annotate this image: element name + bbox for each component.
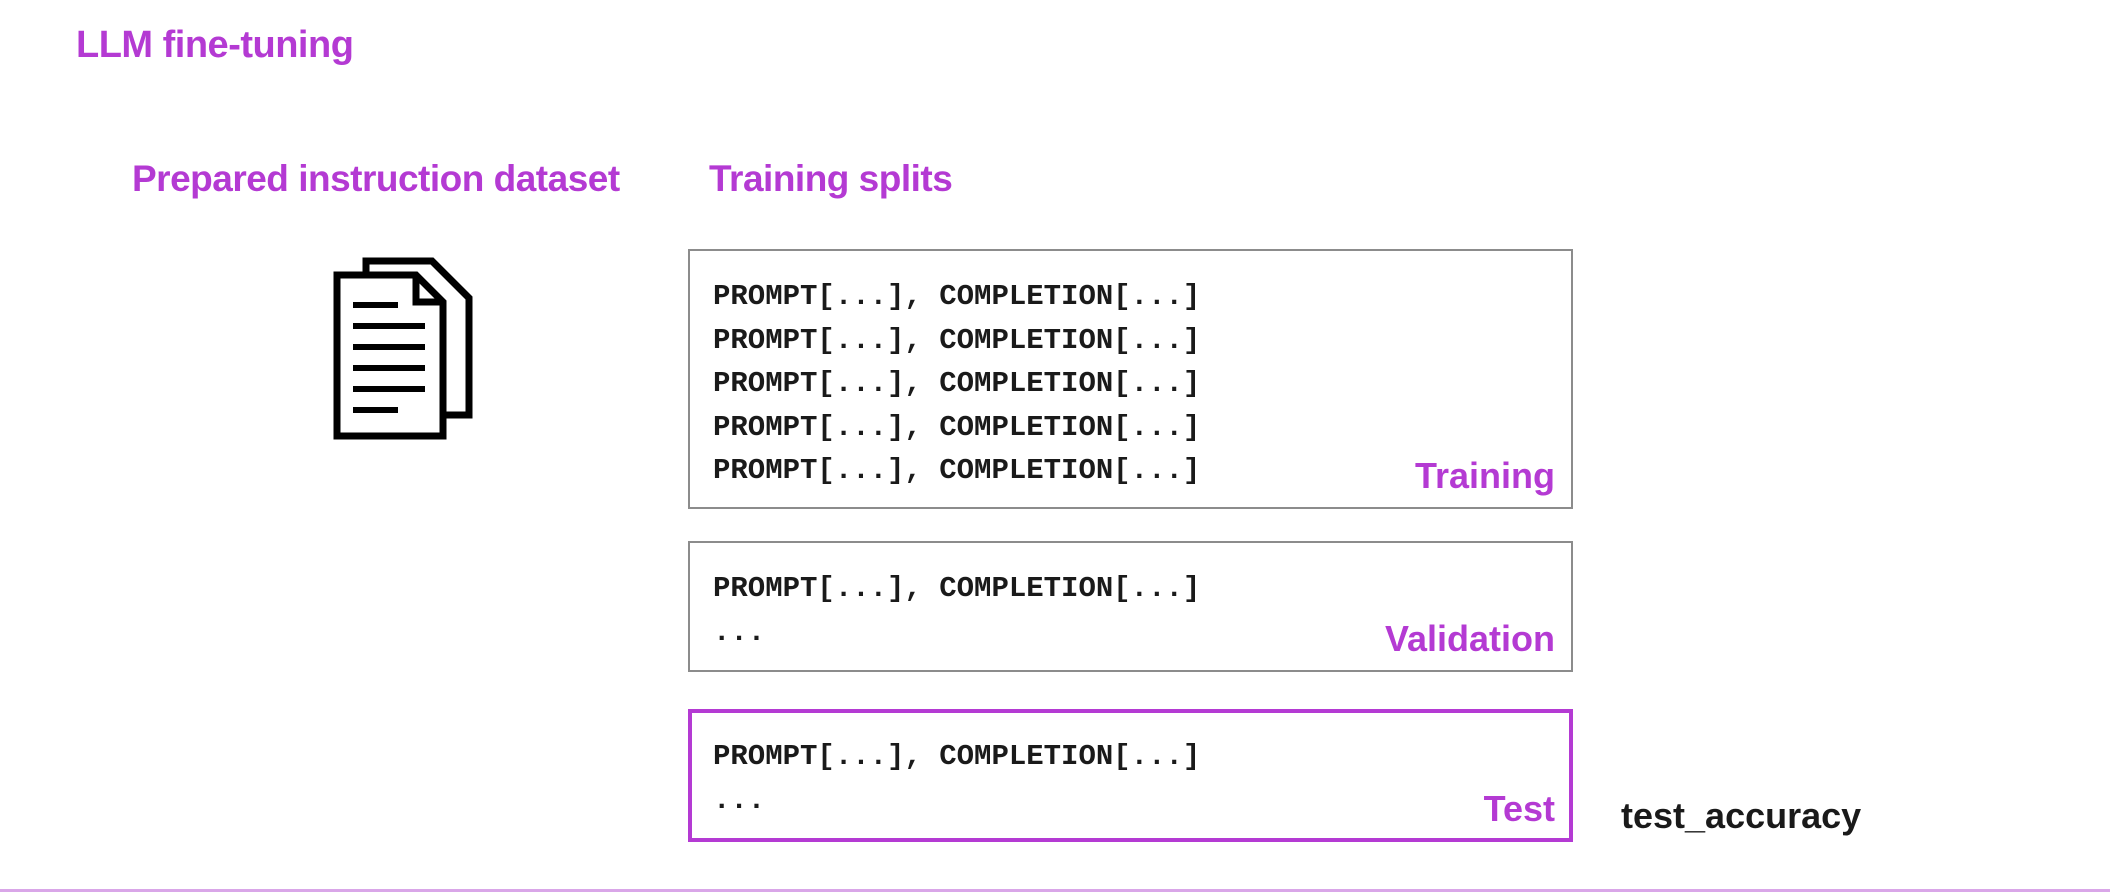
validation-line-1: PROMPT[...], COMPLETION[...] [713,572,1201,605]
validation-lines: PROMPT[...], COMPLETION[...] ... [713,567,1200,654]
validation-split-box: PROMPT[...], COMPLETION[...] ... Validat… [688,541,1573,672]
dataset-heading: Prepared instruction dataset [132,158,620,199]
test-lines: PROMPT[...], COMPLETION[...] ... [713,735,1200,822]
training-line-1: PROMPT[...], COMPLETION[...] [713,280,1201,313]
document-stack-icon [333,257,473,440]
training-split-box: PROMPT[...], COMPLETION[...] PROMPT[...]… [688,249,1573,509]
test-accuracy-label: test_accuracy [1621,795,1862,836]
test-ellipsis: ... [713,783,766,817]
training-label: Training [1414,455,1555,496]
validation-label: Validation [1384,618,1555,659]
training-line-2: PROMPT[...], COMPLETION[...] [713,323,1201,357]
splits-heading: Training splits [709,158,953,199]
test-line-1: PROMPT[...], COMPLETION[...] [713,740,1201,773]
training-lines: PROMPT[...], COMPLETION[...] PROMPT[...]… [713,275,1200,493]
test-label: Test [1483,788,1555,829]
validation-ellipsis: ... [713,615,766,649]
training-line-4: PROMPT[...], COMPLETION[...] [713,410,1201,444]
slide-title: LLM fine-tuning [76,24,354,66]
test-split-box: PROMPT[...], COMPLETION[...] ... Test [688,709,1573,842]
bottom-divider [0,889,2110,892]
training-line-3: PROMPT[...], COMPLETION[...] [713,367,1201,400]
training-line-5: PROMPT[...], COMPLETION[...] [713,454,1201,487]
